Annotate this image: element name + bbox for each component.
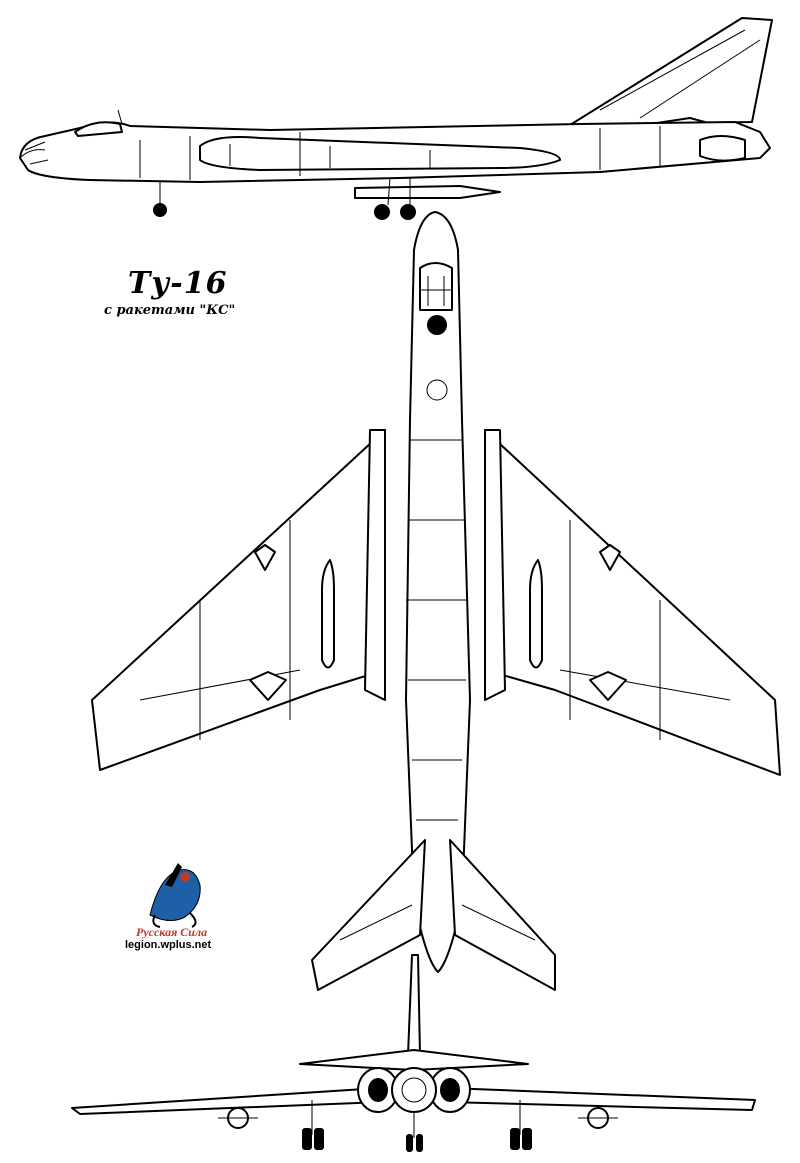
top-missile-right — [529, 559, 543, 669]
side-missile — [354, 185, 501, 199]
side-engine-nacelle — [199, 136, 561, 171]
russkaya-sila-logo — [149, 863, 201, 928]
side-tail-fin — [569, 17, 773, 126]
front-wing-right — [445, 1087, 756, 1111]
side-view — [19, 17, 773, 220]
front-wing-left — [71, 1087, 383, 1115]
front-fuselage — [391, 1067, 437, 1113]
aircraft-subtitle: с ракетами "КС" — [104, 303, 236, 318]
front-view — [71, 954, 756, 1152]
logo-caption: Русская Сила — [136, 925, 208, 939]
aircraft-title: Ту-16 — [128, 266, 228, 301]
logo-url: legion.wplus.net — [125, 939, 212, 951]
top-stabilizer-left — [311, 839, 426, 991]
top-fuselage — [405, 211, 471, 973]
top-stabilizer-right — [449, 839, 556, 991]
top-missile-left — [321, 559, 335, 669]
top-view — [91, 211, 781, 991]
top-wing-left — [91, 429, 386, 771]
front-tail-fin — [407, 954, 421, 1056]
